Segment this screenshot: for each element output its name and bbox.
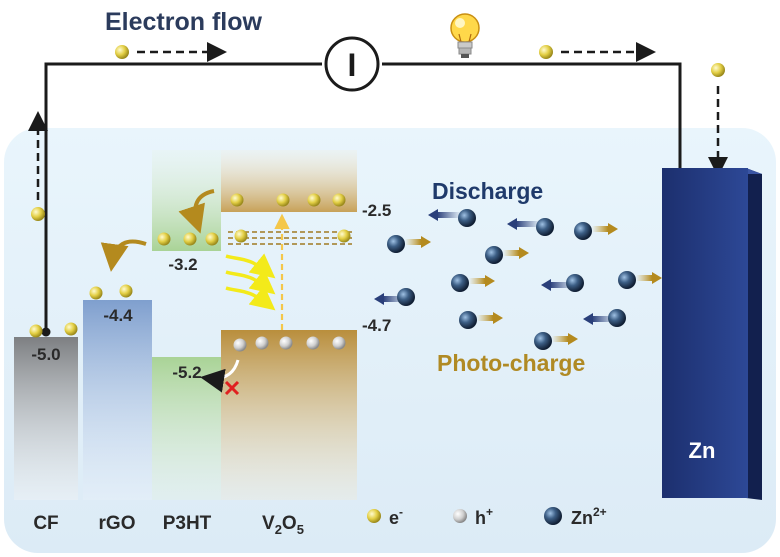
rgo-energy-bar (83, 300, 152, 500)
rgo-electron (89, 286, 103, 300)
cf-electron (64, 322, 78, 336)
material-label-v2o5: V2O5 (262, 513, 304, 537)
cf-energy-bar (14, 337, 78, 500)
legend-hole-label: h+ (475, 505, 493, 528)
p3ht-lumo-label: -3.2 (168, 255, 197, 274)
legend: e- h+ Zn2+ (367, 505, 607, 528)
light-rays-icon (225, 253, 276, 311)
zinc-ion-discharge (428, 209, 476, 227)
transfer-arrow-v2o5-to-p3ht (178, 189, 215, 234)
p3ht-electron (205, 232, 219, 246)
blocked-transfer-icon (200, 359, 240, 396)
v2o5-cb-electron (230, 193, 244, 207)
zn-anode-label: Zn (689, 438, 716, 463)
meter-symbol: I (348, 47, 357, 83)
p3ht-homo-label: -5.2 (172, 363, 201, 382)
cf-level-label: -5.0 (31, 345, 60, 364)
zn-anode-plate: Zn (662, 168, 762, 500)
lightbulb-icon (450, 13, 480, 58)
diagram-title: Electron flow (105, 8, 263, 36)
legend-hole-symbol (453, 509, 467, 523)
zinc-ion-photocharge (387, 235, 431, 253)
v2o5-hole (255, 336, 269, 350)
cf-electron (29, 324, 43, 338)
v2o5-formula: V2O5 (262, 513, 304, 537)
v2o5-cb-electron (307, 193, 321, 207)
zinc-ion-photocharge (574, 222, 618, 240)
wire-electron-down (711, 63, 725, 77)
rgo-level-label: -4.4 (103, 306, 133, 325)
legend-zinc-ion-label: Zn2+ (571, 505, 607, 528)
p3ht-electron (183, 232, 197, 246)
material-label-p3ht: P3HT (163, 513, 212, 534)
v2o5-hole (306, 336, 320, 350)
zinc-ion-photocharge (459, 311, 503, 329)
discharge-label: Discharge (432, 178, 543, 204)
zinc-ion-photocharge (485, 246, 529, 264)
v2o5-hole (279, 336, 293, 350)
v2o5-cb-label: -2.5 (362, 201, 391, 220)
zinc-ion-photocharge (451, 274, 495, 292)
v2o5-trap-electron (337, 229, 351, 243)
v2o5-vb-label: -4.7 (362, 316, 391, 335)
zinc-ion-discharge (374, 288, 415, 306)
legend-electron-symbol (367, 509, 381, 523)
legend-zinc-ion-symbol (544, 507, 562, 525)
wire-electron-right (539, 45, 553, 59)
legend-electron-label: e- (389, 505, 403, 528)
zinc-ion-discharge (541, 274, 584, 292)
v2o5-trap-electron (234, 229, 248, 243)
current-meter-icon: I (324, 36, 380, 92)
zinc-ion-group (374, 209, 662, 350)
zinc-ion-photocharge (618, 271, 662, 289)
v2o5-hole (332, 336, 346, 350)
v2o5-cb-electron (276, 193, 290, 207)
zinc-ion-discharge (583, 309, 626, 327)
wire-electron-up (31, 207, 45, 221)
v2o5-valence-band (221, 330, 357, 500)
zinc-ion-photocharge (534, 332, 578, 350)
v2o5-cb-electron (332, 193, 346, 207)
zinc-ion-discharge (507, 218, 554, 236)
material-label-rgo: rGO (99, 513, 136, 534)
photocharge-label: Photo-charge (437, 350, 585, 376)
external-circuit-wire (44, 62, 682, 332)
v2o5-hole (233, 338, 247, 352)
transfer-arrow-p3ht-to-rgo (100, 239, 147, 272)
wire-junction-left (41, 327, 51, 337)
material-label-cf: CF (33, 513, 58, 534)
p3ht-electron (157, 232, 171, 246)
rgo-electron (119, 284, 133, 298)
wire-electron-left (115, 45, 129, 59)
